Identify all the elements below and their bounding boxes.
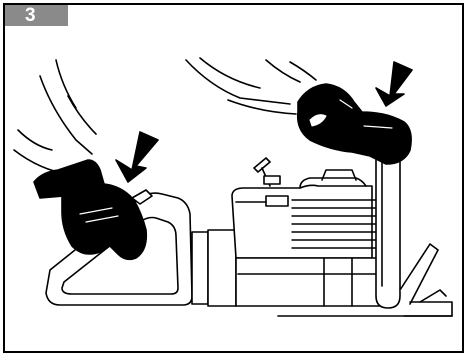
gloved-right-hand-icon [186, 58, 411, 164]
push-down-arrow-icon [116, 132, 158, 182]
gloved-left-hand-icon [14, 60, 146, 259]
push-down-arrow-icon [376, 62, 412, 106]
